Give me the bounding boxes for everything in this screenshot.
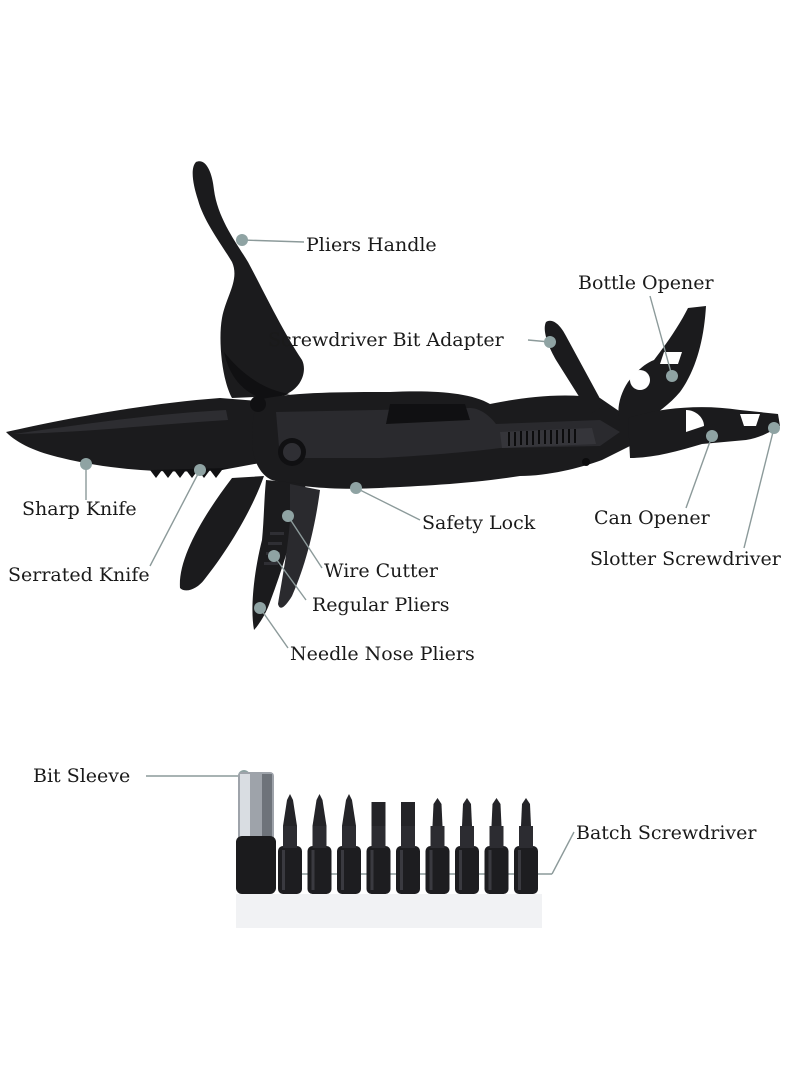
screwdriver-bit: [307, 794, 332, 894]
screwdriver-bit: [278, 794, 302, 894]
serrated-knife-shape: [179, 476, 264, 591]
label-batch-screwdriver: Batch Screwdriver: [576, 822, 757, 844]
label-regular-pliers: Regular Pliers: [312, 594, 450, 616]
bit-set: [236, 772, 542, 928]
screwdriver-bit: [337, 794, 361, 894]
screwdriver-bit: [366, 802, 391, 894]
label-bit-sleeve: Bit Sleeve: [33, 765, 131, 787]
screwdriver-bit: [484, 798, 509, 894]
label-needle-nose-pliers: Needle Nose Pliers: [290, 643, 475, 665]
label-slotter-screwdriver: Slotter Screwdriver: [590, 548, 781, 570]
label-can-opener: Can Opener: [594, 507, 710, 529]
label-pliers-handle: Pliers Handle: [306, 234, 437, 256]
label-screwdriver-bit-adapter: Screwdriver Bit Adapter: [268, 329, 504, 351]
pliers-handle-shape: [192, 161, 304, 398]
label-serrated-knife: Serrated Knife: [8, 564, 150, 586]
label-safety-lock: Safety Lock: [422, 512, 536, 534]
label-wire-cutter: Wire Cutter: [324, 560, 439, 582]
screwdriver-bit: [425, 798, 450, 894]
label-sharp-knife: Sharp Knife: [22, 498, 137, 520]
label-bottle-opener: Bottle Opener: [578, 272, 714, 294]
sharp-knife-shape: [6, 398, 276, 472]
screwdriver-bit: [455, 798, 479, 894]
screwdriver-bit: [396, 802, 420, 894]
bit-adapter-shape: [544, 320, 604, 414]
screwdriver-bit: [514, 798, 538, 894]
leader-lines: [80, 234, 780, 880]
